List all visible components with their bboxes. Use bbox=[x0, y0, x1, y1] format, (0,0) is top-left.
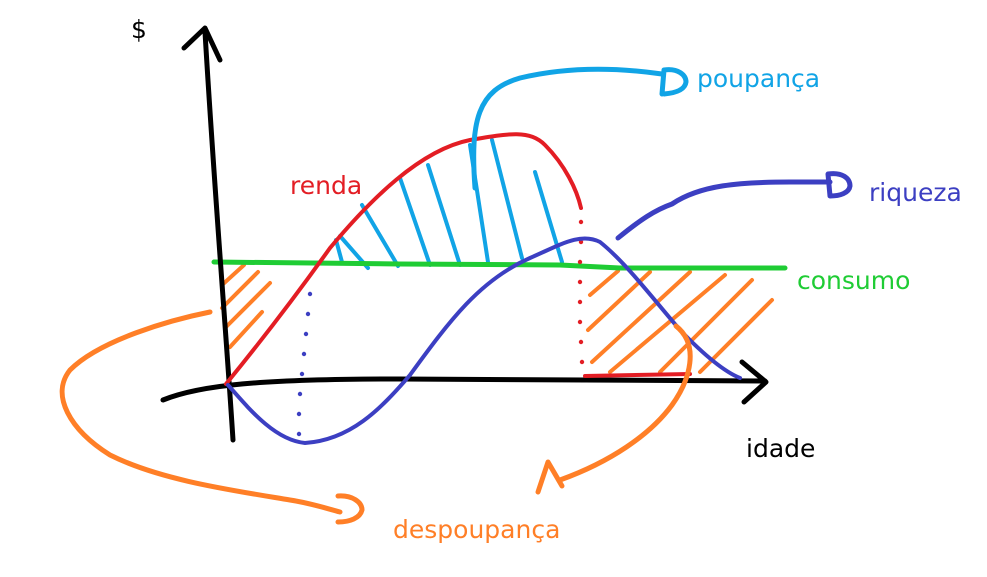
wealth-curve bbox=[226, 236, 742, 445]
retirement-income-line bbox=[583, 372, 692, 378]
late-dissaving-hatch bbox=[586, 269, 774, 374]
saving-callout-arrowhead bbox=[659, 67, 689, 97]
x-axis bbox=[160, 376, 768, 403]
consumption-label: consumo bbox=[797, 266, 911, 295]
y-axis bbox=[202, 29, 236, 443]
dissaving-callout-right bbox=[557, 323, 693, 483]
dissaving-callout-left bbox=[59, 309, 343, 515]
x-axis-arrowhead bbox=[739, 359, 769, 405]
consumption-line bbox=[211, 259, 788, 271]
saving-hatch bbox=[334, 138, 564, 270]
wealth-callout-line bbox=[615, 179, 833, 241]
y-axis-label: $ bbox=[131, 15, 147, 44]
dissaving-callout-left-arrowhead bbox=[335, 493, 365, 525]
wealth-callout-arrowhead bbox=[825, 171, 853, 199]
x-axis-label: idade bbox=[746, 434, 816, 463]
early-dissaving-hatch bbox=[220, 263, 272, 349]
dissaving-callout-right-arrowhead bbox=[535, 459, 565, 495]
saving-callout-line bbox=[471, 66, 665, 191]
income-label: renda bbox=[290, 171, 363, 200]
wealth-dotted-line bbox=[296, 291, 313, 437]
income-dotted-drop bbox=[577, 219, 585, 365]
wealth-label: riqueza bbox=[869, 178, 962, 207]
income-curve bbox=[224, 132, 583, 386]
y-axis-arrowhead bbox=[181, 25, 223, 63]
dissaving-label: despoupança bbox=[393, 515, 561, 544]
saving-label: poupança bbox=[697, 64, 821, 93]
